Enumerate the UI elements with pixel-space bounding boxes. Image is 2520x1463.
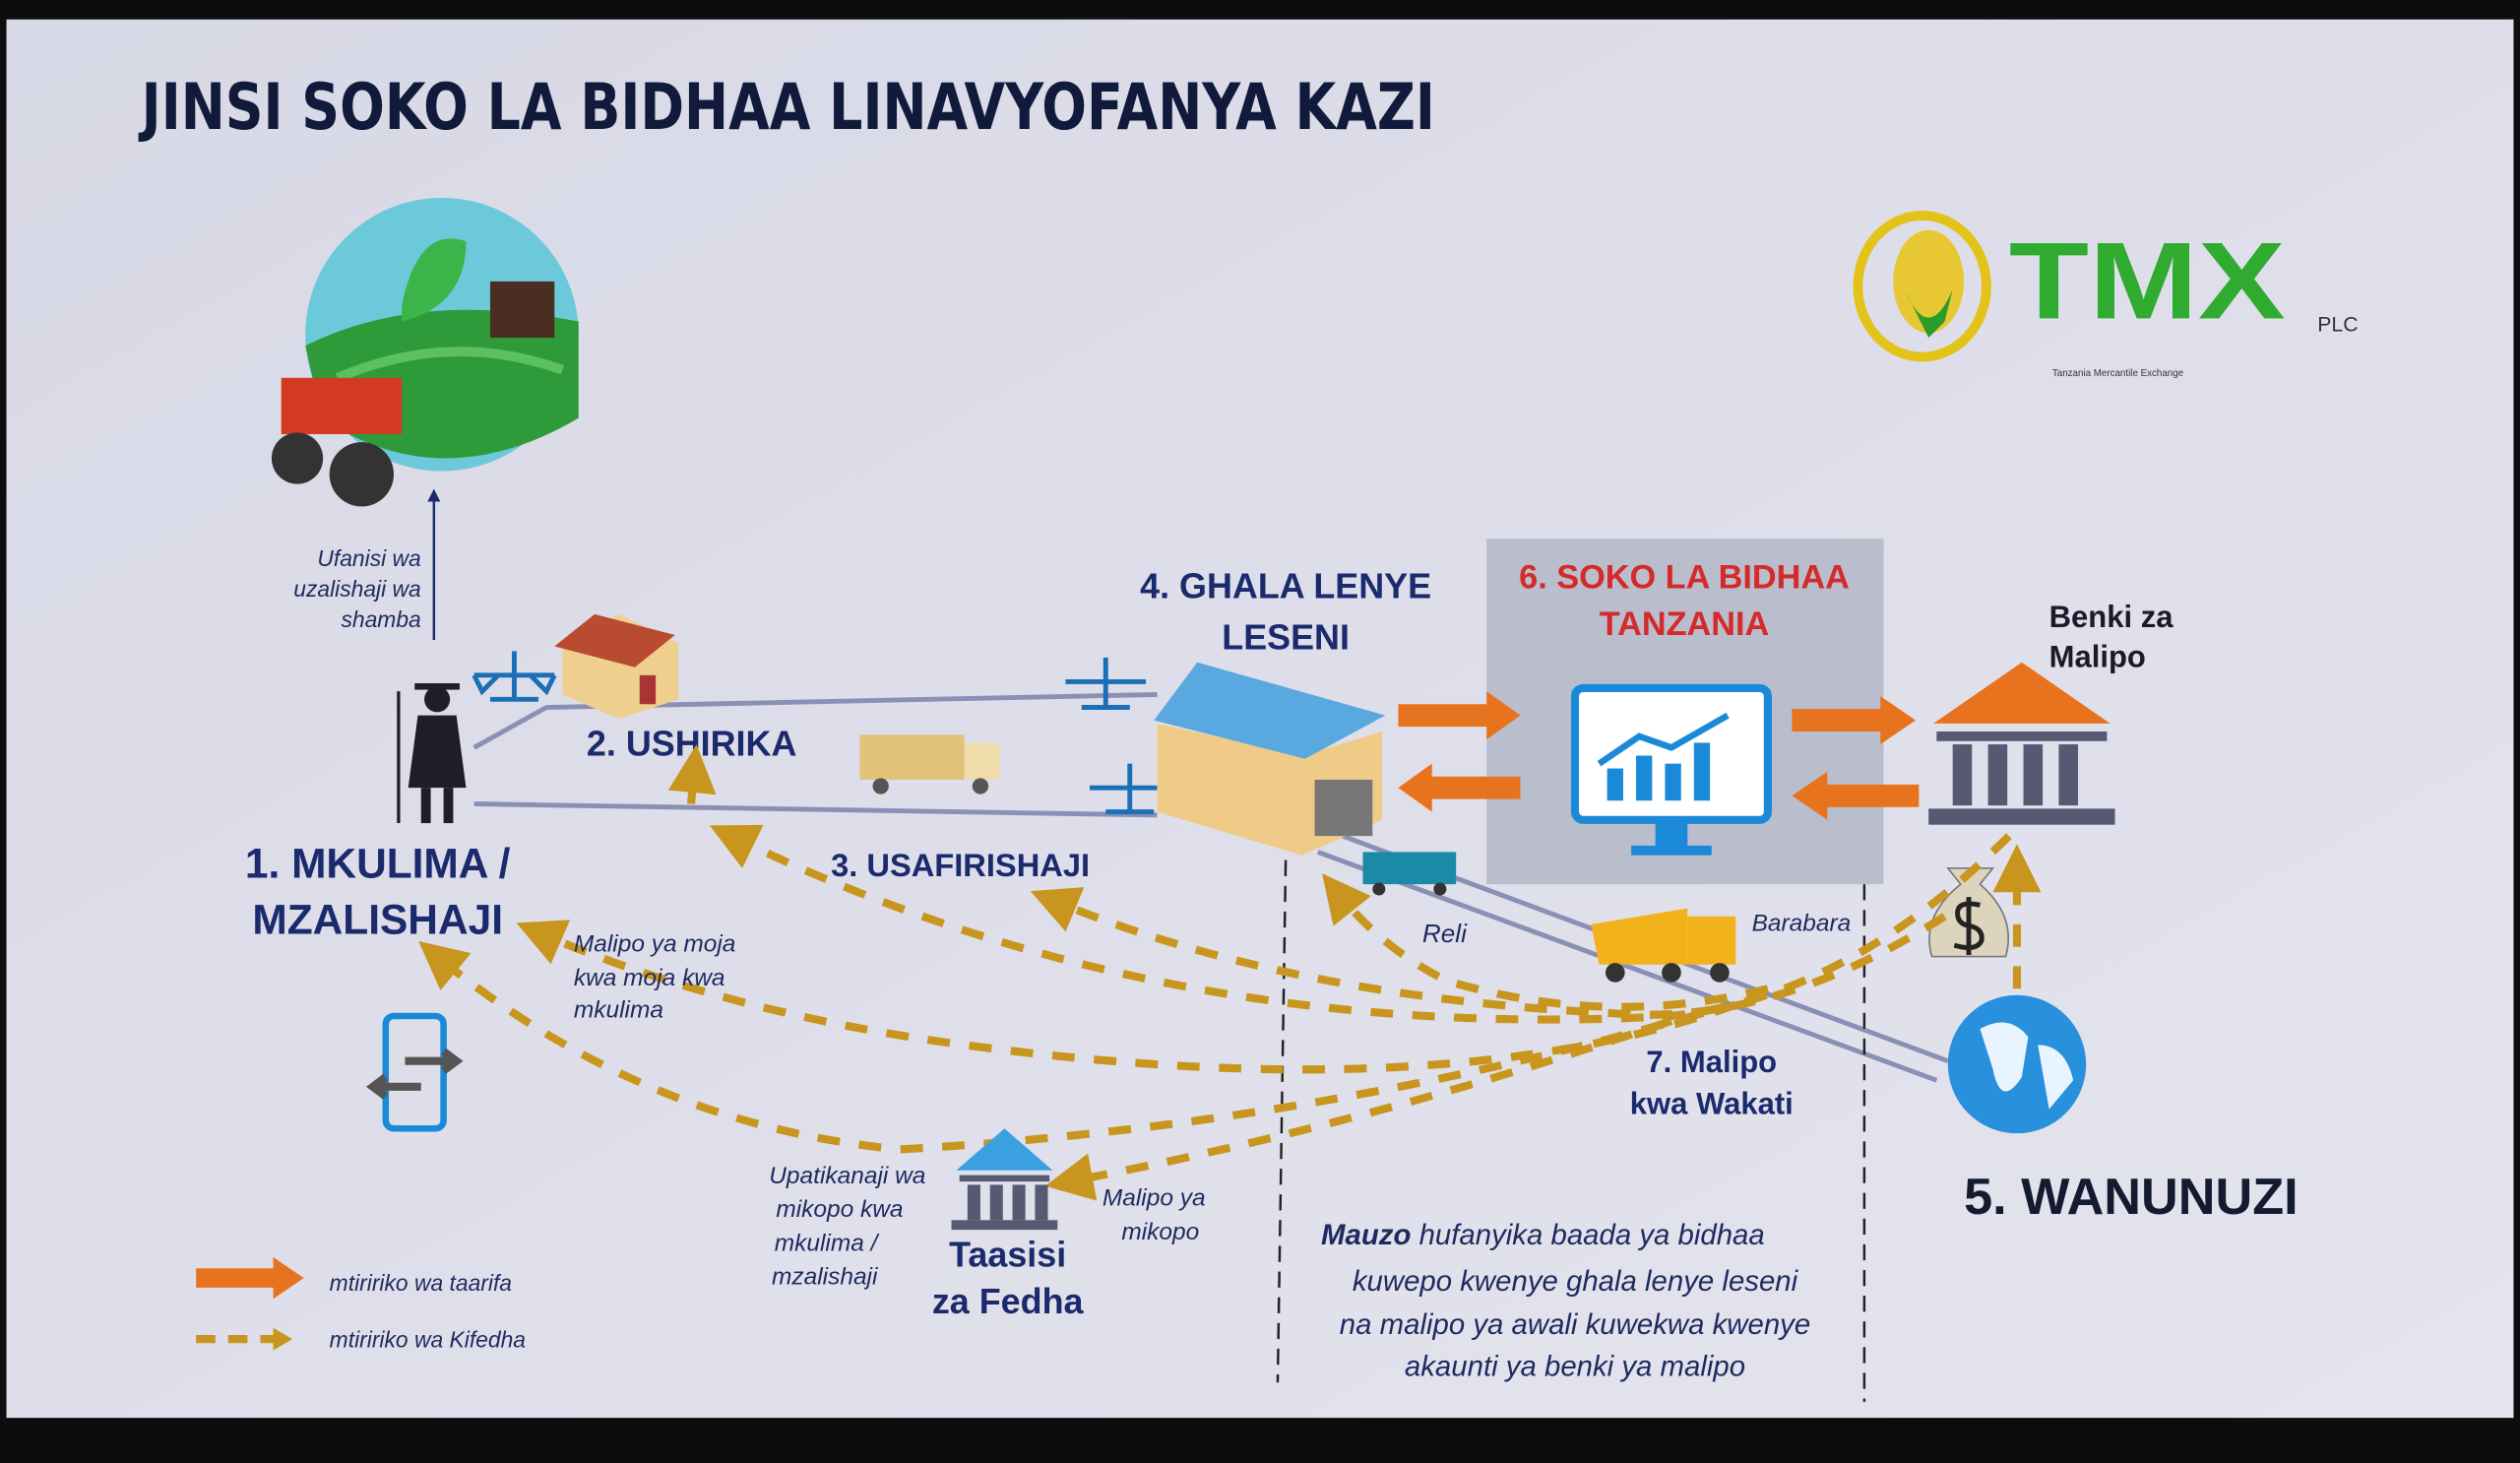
loans-note: mikopo kwa [776, 1196, 903, 1223]
usafirishaji-label: 3. USAFIRISHAJI [831, 847, 1090, 883]
scale-icon [472, 651, 557, 702]
benki-label: Benki za [2049, 600, 2174, 634]
loans-note: Upatikanaji wa [769, 1163, 925, 1189]
farm-note-line: Ufanisi wa [317, 545, 420, 571]
scale-icon [1089, 763, 1170, 815]
train-icon [1362, 852, 1457, 896]
logo-name: TMX [2009, 219, 2286, 342]
benki-label: Malipo [2049, 640, 2146, 674]
loan-payment-note: mikopo [1121, 1219, 1199, 1245]
loans-note: mkulima / [775, 1230, 880, 1256]
page-title: JINSI SOKO LA BIDHAA LINAVYOFANYA KAZI [138, 70, 1435, 145]
monitor-chart-icon [1570, 683, 1772, 856]
soko-label: TANZANIA [1600, 605, 1770, 643]
mobile-transfer-icon [365, 1012, 464, 1132]
legend-solid-arrow [196, 1256, 304, 1300]
footer-note-line: kuwepo kwenye ghala lenye leseni [1353, 1265, 1799, 1298]
direct-payment-note: Malipo ya moja [574, 931, 736, 958]
footer-note-line: na malipo ya awali kuwekwa kwenye [1340, 1308, 1810, 1341]
taasisi-label: Taasisi [949, 1235, 1066, 1275]
legend-label: mtiririko wa Kifedha [330, 1326, 526, 1352]
ghala-label: 4. GHALA LENYE [1140, 565, 1431, 605]
malipo-wakati-label: kwa Wakati [1630, 1087, 1794, 1121]
truck-icon [859, 734, 1000, 795]
warehouse-icon [1154, 662, 1386, 856]
logo-suffix: PLC [2317, 313, 2358, 336]
dump-truck-icon [1591, 908, 1736, 983]
farm-note-line: uzalishaji wa [293, 576, 421, 602]
loans-note: mzalishaji [772, 1264, 878, 1291]
ghala-label: LESENI [1222, 617, 1350, 658]
rail-label: Reli [1422, 919, 1468, 948]
ushirika-label: 2. USHIRIKA [587, 723, 796, 763]
malipo-wakati-label: 7. Malipo [1646, 1045, 1777, 1079]
logo-tagline: Tanzania Mercantile Exchange [2052, 368, 2183, 379]
farm-illustration [271, 197, 579, 507]
footer-note: Mauzo hufanyika baada ya bidhaa kuwepo k… [1321, 1219, 1810, 1383]
mkulima-label: MZALISHAJI [252, 897, 503, 943]
taasisi-label: za Fedha [932, 1281, 1085, 1321]
finance-flows [418, 744, 2042, 1201]
bank-icon [1928, 662, 2115, 825]
footer-note-line: hufanyika baada ya bidhaa [1411, 1219, 1764, 1251]
info-flow-arrow [1398, 691, 1920, 820]
footer-note-line: akaunti ya benki ya malipo [1405, 1351, 1745, 1383]
scale-icon [1065, 657, 1147, 710]
financial-institution-icon [951, 1128, 1058, 1231]
farmer-icon [397, 683, 467, 824]
svg-text:Mauzo hufanyika baada ya bidha: Mauzo hufanyika baada ya bidhaa [1321, 1219, 1765, 1251]
legend: mtiririko wa taarifa mtiririko wa Kifedh… [196, 1256, 526, 1352]
tmx-logo: TMX PLC Tanzania Mercantile Exchange [1853, 211, 2359, 379]
wanunuzi-label: 5. WANUNUZI [1964, 1169, 2299, 1226]
farm-note-line: shamba [341, 606, 420, 632]
direct-payment-note: mkulima [574, 997, 663, 1024]
money-bag-icon [1928, 866, 2009, 958]
legend-label: mtiririko wa taarifa [330, 1270, 512, 1296]
soko-label: 6. SOKO LA BIDHAA [1519, 559, 1850, 597]
direct-payment-note: kwa moja kwa [574, 965, 725, 991]
loan-payment-note: Malipo ya [1102, 1185, 1206, 1212]
globe-icon [1947, 994, 2087, 1134]
cooperative-house-icon [554, 613, 678, 719]
footer-note-bold: Mauzo [1321, 1219, 1411, 1251]
road-label: Barabara [1752, 910, 1852, 936]
mkulima-label: 1. MKULIMA / [245, 841, 511, 887]
